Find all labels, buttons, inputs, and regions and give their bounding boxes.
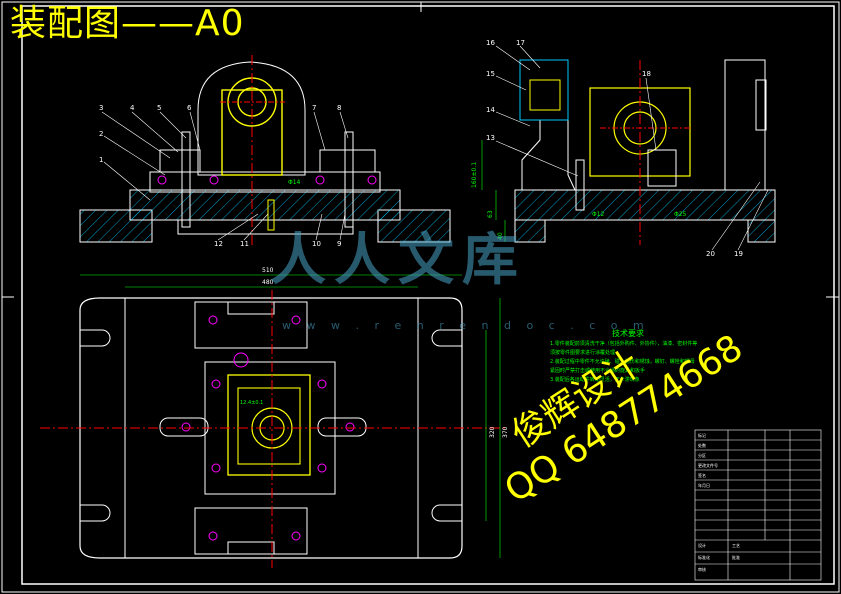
label-part: 9 bbox=[337, 240, 341, 248]
front-part-labels: 3 4 5 6 7 8 2 1 12 11 10 9 bbox=[99, 104, 341, 248]
front-pin-3 bbox=[315, 175, 325, 185]
label-part: 15 bbox=[486, 70, 495, 78]
title-block-cell: 设计 bbox=[698, 543, 706, 548]
label-part: 18 bbox=[642, 70, 651, 78]
tech-requirements-heading: 技术要求 bbox=[612, 329, 644, 338]
side-height-total: 160±0.1 bbox=[471, 162, 478, 188]
label-part: 3 bbox=[99, 104, 103, 112]
side-post bbox=[724, 59, 766, 191]
title-block-cell: 审核 bbox=[698, 567, 706, 572]
title-block bbox=[694, 429, 822, 581]
side-part-labels: 16 17 15 14 18 13 20 19 bbox=[486, 39, 743, 258]
side-bracket bbox=[521, 119, 576, 191]
top-base-plate bbox=[79, 297, 463, 559]
label-part: 20 bbox=[706, 250, 715, 258]
side-base bbox=[514, 189, 776, 221]
tech-note: 须按零件图要求进行涂覆处理 bbox=[550, 350, 616, 356]
dim-height-outer: 370 bbox=[502, 426, 509, 438]
top-bolts bbox=[181, 315, 355, 541]
title-block-cell: 年月日 bbox=[698, 483, 710, 488]
front-leaders bbox=[101, 111, 349, 241]
title-block-cell: 批准 bbox=[732, 555, 740, 560]
label-part: 11 bbox=[240, 240, 249, 248]
label-part: 13 bbox=[486, 134, 495, 142]
side-nut bbox=[647, 149, 677, 187]
dim-inner: 12.4±0.1 bbox=[240, 400, 263, 406]
label-part: 10 bbox=[312, 240, 321, 248]
title-block-cell: 工艺 bbox=[732, 543, 740, 548]
label-part: 14 bbox=[486, 106, 495, 114]
top-fixture-inner bbox=[237, 387, 301, 465]
label-part: 5 bbox=[157, 104, 161, 112]
title-block-cell: 处数 bbox=[698, 443, 706, 448]
top-fixture-frame bbox=[227, 374, 311, 476]
front-pin-2 bbox=[209, 175, 219, 185]
front-clamp-left bbox=[159, 149, 201, 173]
side-height-b: 40 bbox=[497, 232, 504, 240]
inner-frame bbox=[21, 5, 835, 585]
site-logo: 人人文库 w w w . r e n r e n d o c . c o m bbox=[270, 215, 644, 335]
side-hole-a: Φ12 bbox=[592, 211, 605, 218]
front-bolt-2 bbox=[344, 131, 354, 228]
front-base-center bbox=[129, 189, 401, 221]
label-part: 19 bbox=[734, 250, 743, 258]
front-bolt-1 bbox=[181, 131, 191, 228]
side-base-lower-right bbox=[747, 219, 776, 243]
tech-note: 2.装配过程中零件不允许磕、碰、划伤和锈蚀，螺钉、螺栓和螺母 bbox=[550, 359, 695, 365]
top-clamp-block-lower bbox=[194, 507, 308, 555]
label-part: 8 bbox=[337, 104, 341, 112]
label-part: 7 bbox=[312, 104, 316, 112]
front-workpiece bbox=[221, 89, 283, 176]
label-part: 4 bbox=[130, 104, 135, 112]
label-part: 16 bbox=[486, 39, 495, 47]
side-clamp-top bbox=[519, 59, 569, 121]
top-clamp-right bbox=[317, 417, 367, 437]
front-pin-4 bbox=[367, 175, 377, 185]
side-post-screw bbox=[755, 79, 767, 131]
title-block-cell: 签名 bbox=[698, 473, 706, 478]
front-clamp-right bbox=[319, 149, 376, 173]
label-part: 17 bbox=[516, 39, 525, 47]
dim-width-outer: 510 bbox=[262, 267, 274, 274]
front-support-block bbox=[197, 61, 306, 176]
title-block-cell: 分区 bbox=[698, 453, 706, 458]
label-part: 6 bbox=[187, 104, 192, 112]
title-block-cell: 标准化 bbox=[698, 555, 710, 560]
dim-width-inner: 480 bbox=[262, 279, 274, 286]
side-view: 16 17 15 14 18 13 20 19 160±0.1 63 40 Φ1… bbox=[471, 39, 776, 258]
slot-bottom-right bbox=[431, 504, 462, 522]
label-part: 2 bbox=[99, 130, 103, 138]
tech-note: 1.零件装配前须清洗干净（包括外购件、外协件），油漆、密封件等 bbox=[550, 341, 698, 347]
side-bolt bbox=[575, 159, 585, 211]
site-logo-text: 人人文库 bbox=[270, 227, 526, 293]
side-hole-b: Φ25 bbox=[674, 211, 687, 218]
top-clamp-slot-lower bbox=[227, 541, 275, 555]
top-view: 510 480 370 320 12.4±0.1 bbox=[40, 267, 509, 568]
tech-note: 紧固时严禁打击或使用不合适的旋具和扳手 bbox=[550, 368, 646, 374]
label-part: 12 bbox=[214, 240, 223, 248]
front-hole-dimension: Φ14 bbox=[288, 179, 301, 186]
front-view: 3 4 5 6 7 8 2 1 12 11 10 9 Φ14 bbox=[79, 55, 451, 248]
title-block-cell: 标记 bbox=[698, 433, 706, 438]
side-clamp-inner bbox=[529, 79, 561, 111]
top-clamp-slot-upper bbox=[227, 301, 275, 315]
front-bolt-3 bbox=[267, 199, 275, 231]
front-plate bbox=[149, 171, 381, 193]
side-leaders bbox=[495, 45, 769, 251]
side-height-a: 63 bbox=[487, 210, 494, 218]
slot-top-right bbox=[431, 329, 462, 347]
dim-height-inner: 320 bbox=[489, 426, 496, 438]
slot-top-left bbox=[80, 329, 111, 347]
slot-bottom-left bbox=[80, 504, 111, 522]
site-url: w w w . r e n r e n d o c . c o m bbox=[282, 319, 650, 332]
title-block-cell: 更改文件号 bbox=[698, 463, 718, 468]
label-part: 1 bbox=[99, 156, 103, 164]
top-clamp-left bbox=[159, 417, 209, 437]
side-base-lower bbox=[514, 219, 546, 243]
top-locator bbox=[233, 352, 249, 368]
drawing-title: 装配图——A0 bbox=[10, 3, 245, 44]
tech-note: 3.装配后各运动件转动灵活，无卡滞现象 bbox=[550, 377, 640, 383]
front-pin-1 bbox=[157, 175, 167, 185]
